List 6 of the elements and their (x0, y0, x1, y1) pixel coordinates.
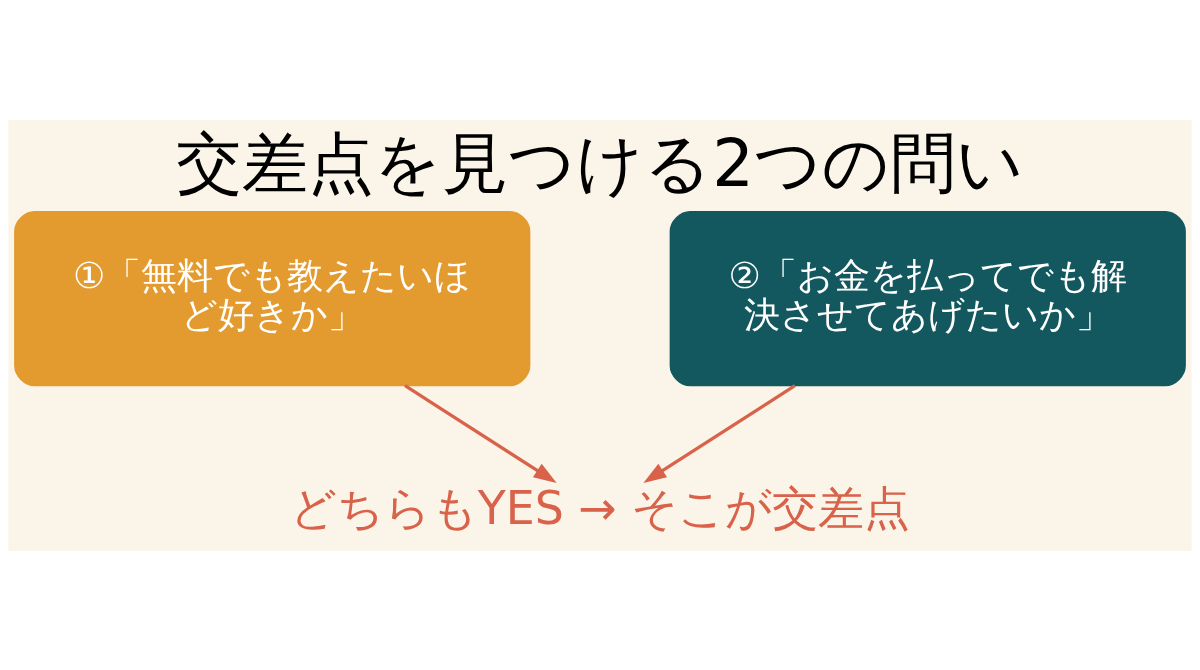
arrow (404, 383, 557, 483)
node-text: どちらもYES → そこが交差点 (289, 480, 911, 535)
node-box: ②「お金を払ってでも解決させてあげたいか」 (669, 210, 1186, 386)
diagram-title: 交差点を見つける2つの問い (176, 124, 1024, 201)
node-box: ①「無料でも教えたいほど好きか」 (14, 210, 531, 386)
arrow (643, 383, 796, 483)
